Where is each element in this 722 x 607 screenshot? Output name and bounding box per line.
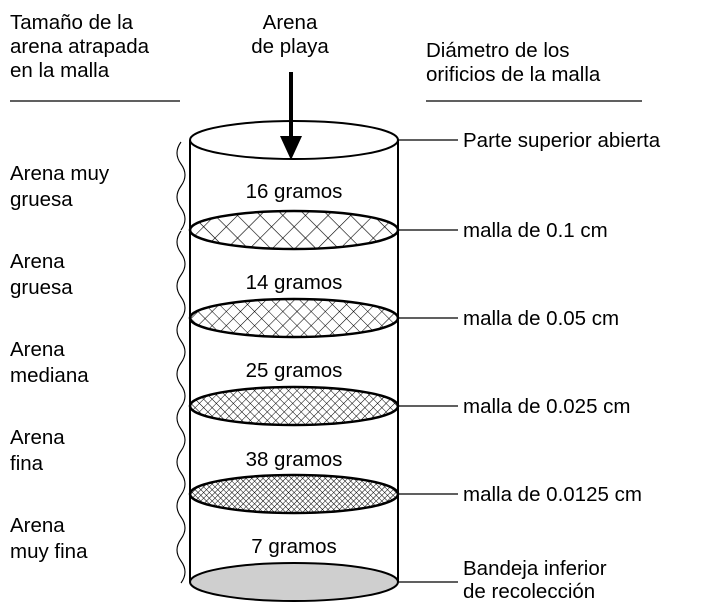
size-label-3-line-1: Arena: [10, 338, 65, 361]
size-label-4-line-2: fina: [10, 452, 44, 475]
brace-5: [176, 494, 186, 584]
bottom-label-line-1: Bandeja inferior: [463, 557, 607, 580]
size-label-5-line-2: muy fina: [10, 540, 88, 563]
mesh-4: [188, 473, 400, 515]
mass-label-2: 14 gramos: [246, 271, 343, 294]
right-title-line-1: Diámetro de los: [426, 39, 570, 62]
right-title-line-2: orificios de la malla: [426, 63, 601, 86]
bottom-tray: [189, 562, 399, 602]
size-label-2-line-2: gruesa: [10, 276, 73, 299]
center-title-line-1: Arena: [263, 11, 318, 34]
mesh-4-label: malla de 0.0125 cm: [463, 483, 642, 506]
mesh-2: [188, 297, 400, 339]
size-label-4-line-1: Arena: [10, 426, 65, 449]
left-title-line-3: en la malla: [10, 59, 110, 82]
bottom-label-line-2: de recolección: [463, 580, 595, 602]
left-title-line-1: Tamaño de la: [10, 11, 134, 34]
center-title-line-2: de playa: [251, 35, 329, 58]
size-label-1-line-2: gruesa: [10, 188, 73, 211]
mass-label-3: 25 gramos: [246, 359, 343, 382]
mass-label-5: 7 gramos: [251, 535, 336, 558]
mass-label-4: 38 gramos: [246, 448, 343, 471]
brace-1: [176, 141, 186, 231]
brace-3: [176, 318, 186, 408]
mesh-1: [188, 209, 400, 251]
size-label-2-line-1: Arena: [10, 250, 65, 273]
mesh-2-label: malla de 0.05 cm: [463, 307, 619, 330]
top-label: Parte superior abierta: [463, 129, 661, 152]
size-label-3-line-2: mediana: [10, 364, 89, 387]
mesh-1-label: malla de 0.1 cm: [463, 219, 608, 242]
sand-arrow-head: [280, 136, 302, 160]
mass-label-1: 16 gramos: [246, 180, 343, 203]
left-title-line-2: arena atrapada: [10, 35, 150, 58]
mesh-3-label: malla de 0.025 cm: [463, 395, 631, 418]
mesh-3: [188, 385, 400, 427]
brace-2: [176, 230, 186, 320]
size-label-5-line-1: Arena: [10, 514, 65, 537]
brace-4: [176, 406, 186, 496]
size-label-1-line-1: Arena muy: [10, 162, 110, 185]
